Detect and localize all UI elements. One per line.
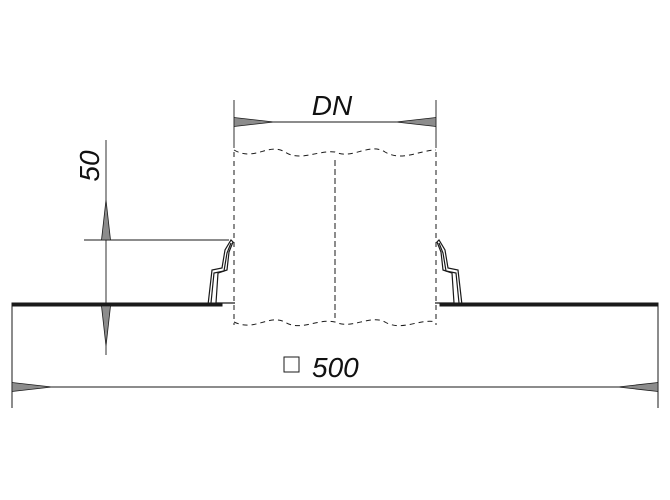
dn-dimension [233,100,437,148]
height-dimension [84,140,229,355]
left-collar [195,239,235,306]
height-label: 50 [74,150,105,182]
square-outline-icon [283,356,300,373]
pipe-outline [233,148,437,327]
dn-label: DN [312,90,353,121]
right-collar [435,239,475,306]
width-label: 500 [312,352,359,383]
